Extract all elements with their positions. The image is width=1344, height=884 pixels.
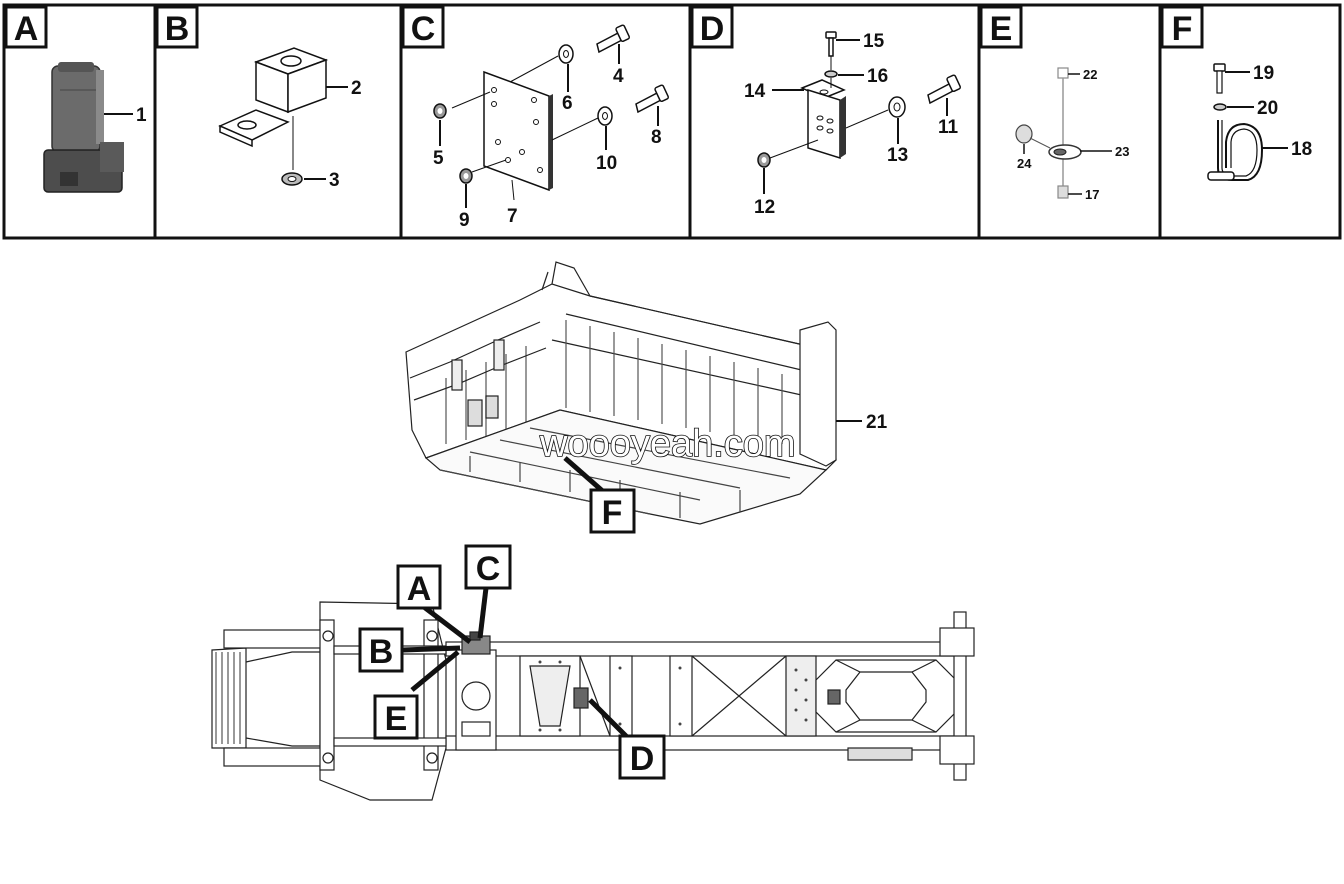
callout-f-leader [563,456,608,496]
part-number-22: 22 [1083,67,1097,82]
svg-text:D: D [700,10,725,48]
p-clamp-drawing [1207,63,1264,181]
part-number-16: 16 [867,66,888,87]
callout-b: B [358,627,404,673]
svg-text:F: F [1172,10,1193,48]
bolt-11-drawing [927,74,962,105]
panel-letter-b: B [155,5,199,49]
bracket-block-drawing [218,47,329,148]
svg-text:F: F [602,494,623,532]
part-number-8: 8 [651,127,662,148]
part-number-19: 19 [1253,63,1274,84]
pump-unit-drawing [43,62,124,193]
callout-leaders-bottom [402,587,630,740]
part-number-6: 6 [562,93,573,114]
part-number-23: 23 [1115,144,1129,159]
panel-letter-a: A [4,5,48,49]
washer-16-drawing [824,70,838,78]
callout-d: D [618,734,666,780]
panel-letter-f: F [1160,5,1204,49]
mounting-plate-drawing [483,70,553,192]
panel-letter-c: C [401,5,445,49]
leaders-d-callouts [763,39,948,194]
leaders-e [1023,73,1112,195]
angle-bracket-drawing [800,79,846,160]
leaders-c [439,44,659,208]
part-number-10: 10 [596,153,617,174]
part-number-4: 4 [613,66,624,87]
part-number-14: 14 [744,81,766,102]
washer-6-drawing [558,44,574,64]
svg-text:E: E [385,700,408,738]
dump-body-drawing [405,261,837,525]
part-number-17: 17 [1085,187,1099,202]
part-number-7: 7 [507,206,518,227]
part-number-11: 11 [938,117,959,138]
svg-text:D: D [630,740,655,778]
part-number-15: 15 [863,31,885,52]
nut-12-drawing [757,152,771,168]
part-number-21: 21 [866,412,888,433]
panel-letter-e: E [979,5,1023,49]
watermark-text: woooyeah.com [539,423,796,465]
part-number-20: 20 [1257,98,1278,119]
leaders-d [769,56,889,159]
callout-a: A [396,564,442,610]
callout-e: E [373,694,419,740]
bolt-8-drawing [635,84,670,114]
callout-f: F [589,488,636,534]
svg-text:A: A [14,10,39,48]
bolt-4-drawing [596,24,631,54]
part-number-9: 9 [459,210,470,231]
svg-text:E: E [990,10,1013,48]
svg-text:A: A [407,570,432,608]
nut-9-drawing [459,168,473,184]
svg-text:B: B [369,633,394,671]
svg-text:C: C [476,550,501,588]
plate-leaders [451,55,599,201]
part-number-18: 18 [1291,139,1312,160]
nut-5-drawing [433,103,447,119]
part-number-12: 12 [754,197,775,218]
part-number-1: 1 [136,105,147,126]
callout-c: C [464,544,512,590]
washer-10-drawing [597,106,613,126]
leaders-f [1225,71,1288,149]
svg-text:C: C [411,10,436,48]
part-number-3: 3 [329,170,340,191]
panel-letter-d: D [690,5,734,49]
svg-text:B: B [165,10,190,48]
bolt-15-drawing [825,31,837,57]
nut-3-drawing [281,116,303,186]
part-number-2: 2 [351,78,362,99]
clamp-assembly-drawing [1015,67,1082,199]
panel-strip [2,3,1342,240]
part-number-24: 24 [1017,156,1032,171]
washer-13-drawing [888,96,906,118]
part-number-13: 13 [887,145,908,166]
part-number-5: 5 [433,148,444,169]
